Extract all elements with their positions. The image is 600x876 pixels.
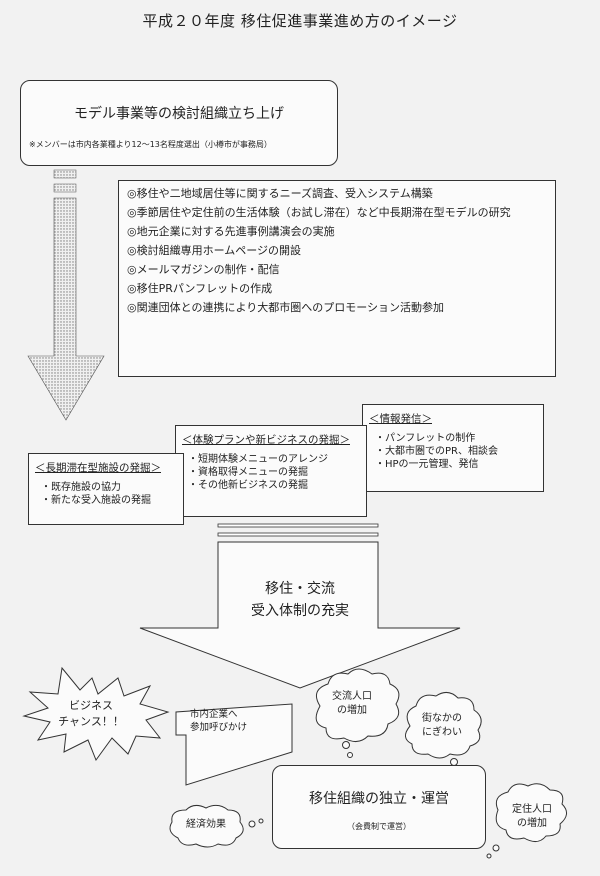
cloud-town-line2: にぎわい [422,727,462,738]
note-experience-business: ＜体験プランや新ビジネスの発掘＞ ・短期体験メニューのアレンジ ・資格取得メニュ… [175,425,367,517]
measure-item: ◎地元企業に対する先進事例講演会の実施 [127,225,335,238]
cloud-town-line1: 街なかの [422,713,462,724]
note-item: ・短期体験メニューのアレンジ [188,454,328,465]
cloud-economy-shape [169,804,244,848]
cloud-exchange-line2: の増加 [337,705,367,716]
note-experience-list: ・短期体験メニューのアレンジ ・資格取得メニューの発掘 ・その他新ビジネスの発掘 [182,453,360,492]
dash-3 [217,523,379,528]
note-info-list: ・パンフレットの制作 ・大都市圏でのPR、相談会 ・HPの一元管理、発信 [369,432,537,471]
measure-item: ◎季節居住や定住前の生活体験（お試し滞在）など中長期滞在型モデルの研究 [127,206,511,219]
note-item: ・新たな受入施設の発掘 [41,495,151,506]
cloud-settle-line2: の増加 [517,818,547,829]
note-long-stay-facilities: ＜長期滞在型施設の発掘＞ ・既存施設の協力 ・新たな受入施設の発掘 [28,453,184,525]
note-info-title: ＜情報発信＞ [369,413,432,425]
dash-1 [53,169,77,179]
cloud-settle-shape [495,783,567,842]
measure-item: ◎関連団体との連携により大都市圏へのプロモーション活動参加 [127,301,445,314]
big-down-arrow [139,541,461,689]
measure-item: ◎メールマガジンの制作・配信 [127,263,280,276]
model-project-title: モデル事業等の検討組織立ち上げ [74,106,284,122]
cloud-exchange-population: 交流人口 の増加 [312,690,392,718]
measures-box: ◎移住や二地域居住等に関するニーズ調査、受入システム構築 ◎季節居住や定住前の生… [118,180,556,377]
note-long-stay-title: ＜長期滞在型施設の発掘＞ [35,462,161,474]
measure-item: ◎検討組織専用ホームページの開設 [127,244,302,257]
independent-organization-box: 移住組織の独立・運営 （会費制で運営） [272,765,486,849]
call-companies-line1: 市内企業へ [190,709,238,720]
big-arrow-label: 移住・交流 受入体制の充実 [150,578,450,622]
business-chance-line2: チャンス！！ [58,715,124,728]
business-chance-line1: ビジネス [69,699,113,712]
model-project-note: ※メンバーは市内各業種より12～13名程度選出（小樽市が事務局） [29,140,272,149]
cloud-economic-effect: 経済効果 [168,818,244,832]
note-item: ・大都市圏でのPR、相談会 [375,446,498,457]
call-companies-label: 市内企業へ 参加呼びかけ [190,708,285,734]
note-experience-title: ＜体験プランや新ビジネスの発掘＞ [182,434,350,446]
dotted-down-arrow [27,197,105,421]
measures-list: ◎移住や二地域居住等に関するニーズ調査、受入システム構築 ◎季節居住や定住前の生… [119,181,555,315]
note-item: ・HPの一元管理、発信 [375,459,479,470]
starburst [22,666,170,762]
cloud-settle-line1: 定住人口 [512,804,552,815]
cloud-exchange-shape [315,668,400,742]
dash-2 [53,183,77,193]
cloud-settled-population: 定住人口 の増加 [492,803,572,831]
cloud-town-shape [405,692,482,759]
note-item: ・資格取得メニューの発掘 [188,467,308,478]
cloud-exchange-line1: 交流人口 [332,691,372,702]
call-companies-line2: 参加呼びかけ [190,722,248,733]
cloud-economy-line1: 経済効果 [186,819,226,830]
big-arrow-line1: 移住・交流 [265,581,335,597]
measure-item: ◎移住や二地域居住等に関するニーズ調査、受入システム構築 [127,187,433,200]
measure-item: ◎移住PRパンフレットの作成 [127,282,273,295]
note-item: ・パンフレットの制作 [375,433,476,444]
note-item: ・その他新ビジネスの発掘 [188,480,308,491]
page-title: 平成２０年度 移住促進事業進め方のイメージ [142,12,458,30]
note-item: ・既存施設の協力 [41,482,121,493]
cloud-town-liveliness: 街なかの にぎわい [405,712,479,740]
big-arrow-line2: 受入体制の充実 [251,603,349,619]
dash-4 [217,532,379,537]
flag-shape [175,703,293,786]
note-long-stay-list: ・既存施設の協力 ・新たな受入施設の発掘 [35,481,177,507]
model-project-box: モデル事業等の検討組織立ち上げ ※メンバーは市内各業種より12～13名程度選出（… [20,80,338,166]
business-chance-label: ビジネス チャンス！！ [26,698,156,730]
independent-organization-title: 移住組織の独立・運営 [309,791,449,807]
note-info-dissemination: ＜情報発信＞ ・パンフレットの制作 ・大都市圏でのPR、相談会 ・HPの一元管理… [362,404,544,492]
independent-organization-sub: （会費制で運営） [347,822,411,831]
